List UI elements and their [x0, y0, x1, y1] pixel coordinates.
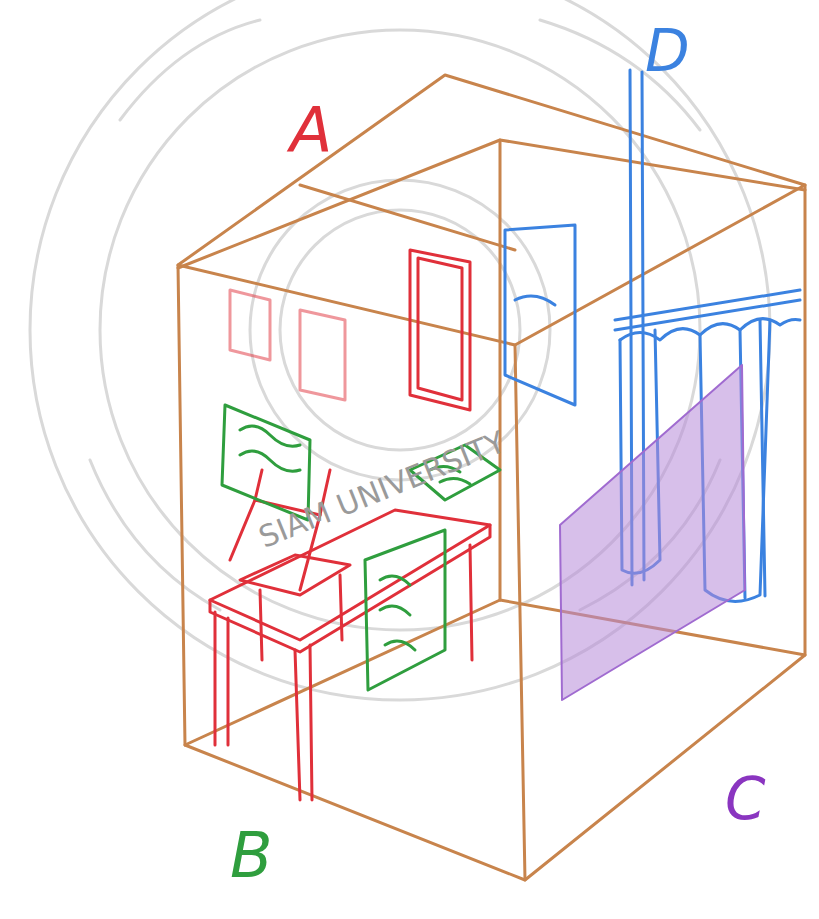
room-outline — [178, 75, 805, 880]
watermark-seal — [30, 0, 770, 700]
desk-and-chair — [210, 250, 490, 800]
purple-board — [560, 365, 745, 700]
wall-letter: D — [645, 22, 690, 80]
wall-letter: A — [290, 100, 332, 162]
wall-letter: C — [725, 770, 766, 828]
wall-letter: B — [230, 825, 273, 887]
